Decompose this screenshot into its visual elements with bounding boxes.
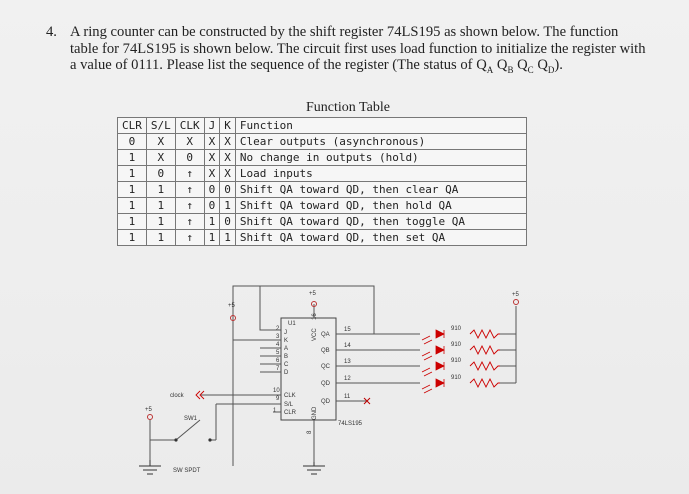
ic-74ls195-body — [280, 317, 337, 421]
resistor-1-label: 910 — [451, 326, 462, 332]
table-cell-function: Shift QA toward QD, then hold QA — [234, 197, 527, 214]
table-cell-function: Shift QA toward QD, then set QA — [234, 229, 527, 246]
question-number: 4. — [46, 24, 57, 40]
wire-j-tap — [259, 286, 281, 331]
led-1-rays — [421, 335, 433, 345]
pin-num-11: 11 — [344, 394, 351, 400]
pin-sl-label: S/L — [284, 402, 294, 408]
vcc-symbol-right — [513, 299, 519, 305]
resistor-1-icon — [469, 328, 500, 340]
pin-b-label: B — [284, 354, 288, 360]
question-body: A ring counter can be constructed by the… — [70, 24, 646, 73]
pin-num-5: 5 — [276, 350, 280, 356]
pin-clr-label: CLR — [284, 410, 297, 416]
pin-num-15: 15 — [344, 327, 351, 333]
led-1-icon — [435, 329, 445, 339]
pin-num-7: 7 — [276, 366, 280, 372]
pin-qc-label: QC — [321, 364, 331, 370]
pin-k-label: K — [284, 338, 288, 344]
table-cell-function: No change in outputs (hold) — [234, 149, 527, 166]
gnd-pin-label: GND — [312, 406, 318, 420]
pin-c-label: C — [284, 362, 289, 368]
pin-num-9: 9 — [276, 396, 280, 402]
wire-switch — [149, 419, 216, 460]
wire-vcc-top — [232, 285, 375, 318]
resistor-4-icon — [469, 377, 500, 389]
table-cell-clk: ↑ — [174, 229, 205, 246]
table-title: Function Table — [306, 100, 390, 115]
wire-pin-k — [232, 318, 281, 341]
led-2-rays — [421, 351, 433, 361]
led-4-rays — [421, 384, 433, 394]
pin-qd-label: QD — [321, 381, 331, 387]
pin-num-13: 13 — [344, 359, 351, 365]
wire-qa — [336, 316, 375, 335]
resistor-2-label: 910 — [451, 342, 462, 348]
resistor-3-label: 910 — [451, 358, 462, 364]
switch-pole — [174, 438, 178, 442]
question-text: A ring counter can be constructed by the… — [70, 24, 650, 78]
vcc-symbol-switch — [147, 414, 153, 420]
vcc-label-chip: +5 — [309, 291, 317, 297]
switch-ref-label: SW1 — [184, 416, 198, 422]
pin-num-6: 6 — [276, 358, 280, 364]
led-2-icon — [435, 345, 445, 355]
pin-num-1: 1 — [273, 408, 277, 414]
ground-symbol-chip — [303, 462, 325, 475]
pin-qb-label: QB — [321, 348, 330, 354]
vcc-label-switch: +5 — [145, 407, 153, 413]
led-3-icon — [435, 361, 445, 371]
vcc-symbol-chip — [311, 301, 317, 307]
pin-num-4: 4 — [276, 342, 280, 348]
pin-a-label: A — [284, 346, 288, 352]
switch-throw — [208, 438, 212, 442]
table-cell-clr: 1 — [117, 229, 147, 246]
pin-qd-prime-label: QD — [321, 399, 331, 405]
vcc-label-right: +5 — [512, 292, 520, 298]
pin-num-2: 2 — [276, 326, 280, 332]
table-cell-clk: ↑ — [174, 213, 205, 230]
pin-num-3: 3 — [276, 334, 280, 340]
vcc-pin-label: VCC — [312, 328, 318, 341]
pin-qa-label: QA — [321, 332, 330, 338]
pin-num-14: 14 — [344, 343, 351, 349]
ic-part-label: 74LS195 — [338, 421, 363, 427]
led-4-icon — [435, 378, 445, 388]
ground-symbol-left — [139, 460, 161, 475]
gnd-pin-number: 8 — [307, 430, 313, 434]
pin-j-label: J — [284, 330, 287, 336]
vcc-pin-number: 16 — [312, 313, 318, 320]
question-end: ). — [554, 57, 563, 73]
resistor-4-label: 910 — [451, 375, 462, 381]
wire-led-bus — [500, 306, 517, 384]
table-header-row: CLR S/L CLK J K Function — [117, 117, 527, 134]
resistor-3-icon — [469, 360, 500, 372]
switch-type-label: SW SPDT — [173, 468, 201, 474]
vcc-label-left: +5 — [228, 303, 236, 309]
pin-clk-label: CLK — [284, 393, 296, 399]
clock-label: clock — [170, 393, 185, 399]
table-cell-clk: X — [174, 133, 205, 150]
led-3-rays — [421, 367, 433, 377]
pin-num-12: 12 — [344, 376, 351, 382]
register-outputs: QA QB QC QD — [476, 57, 555, 75]
pin-d-label: D — [284, 370, 289, 376]
ic-ref-label: U1 — [288, 321, 296, 327]
table-cell-function: Shift QA toward QD, then clear QA — [234, 181, 527, 198]
no-connect-marker — [363, 397, 371, 405]
resistor-2-icon — [469, 344, 500, 356]
clock-arrow-icon — [195, 390, 205, 400]
pin-num-10: 10 — [273, 388, 280, 394]
vcc-symbol-left — [230, 315, 236, 321]
